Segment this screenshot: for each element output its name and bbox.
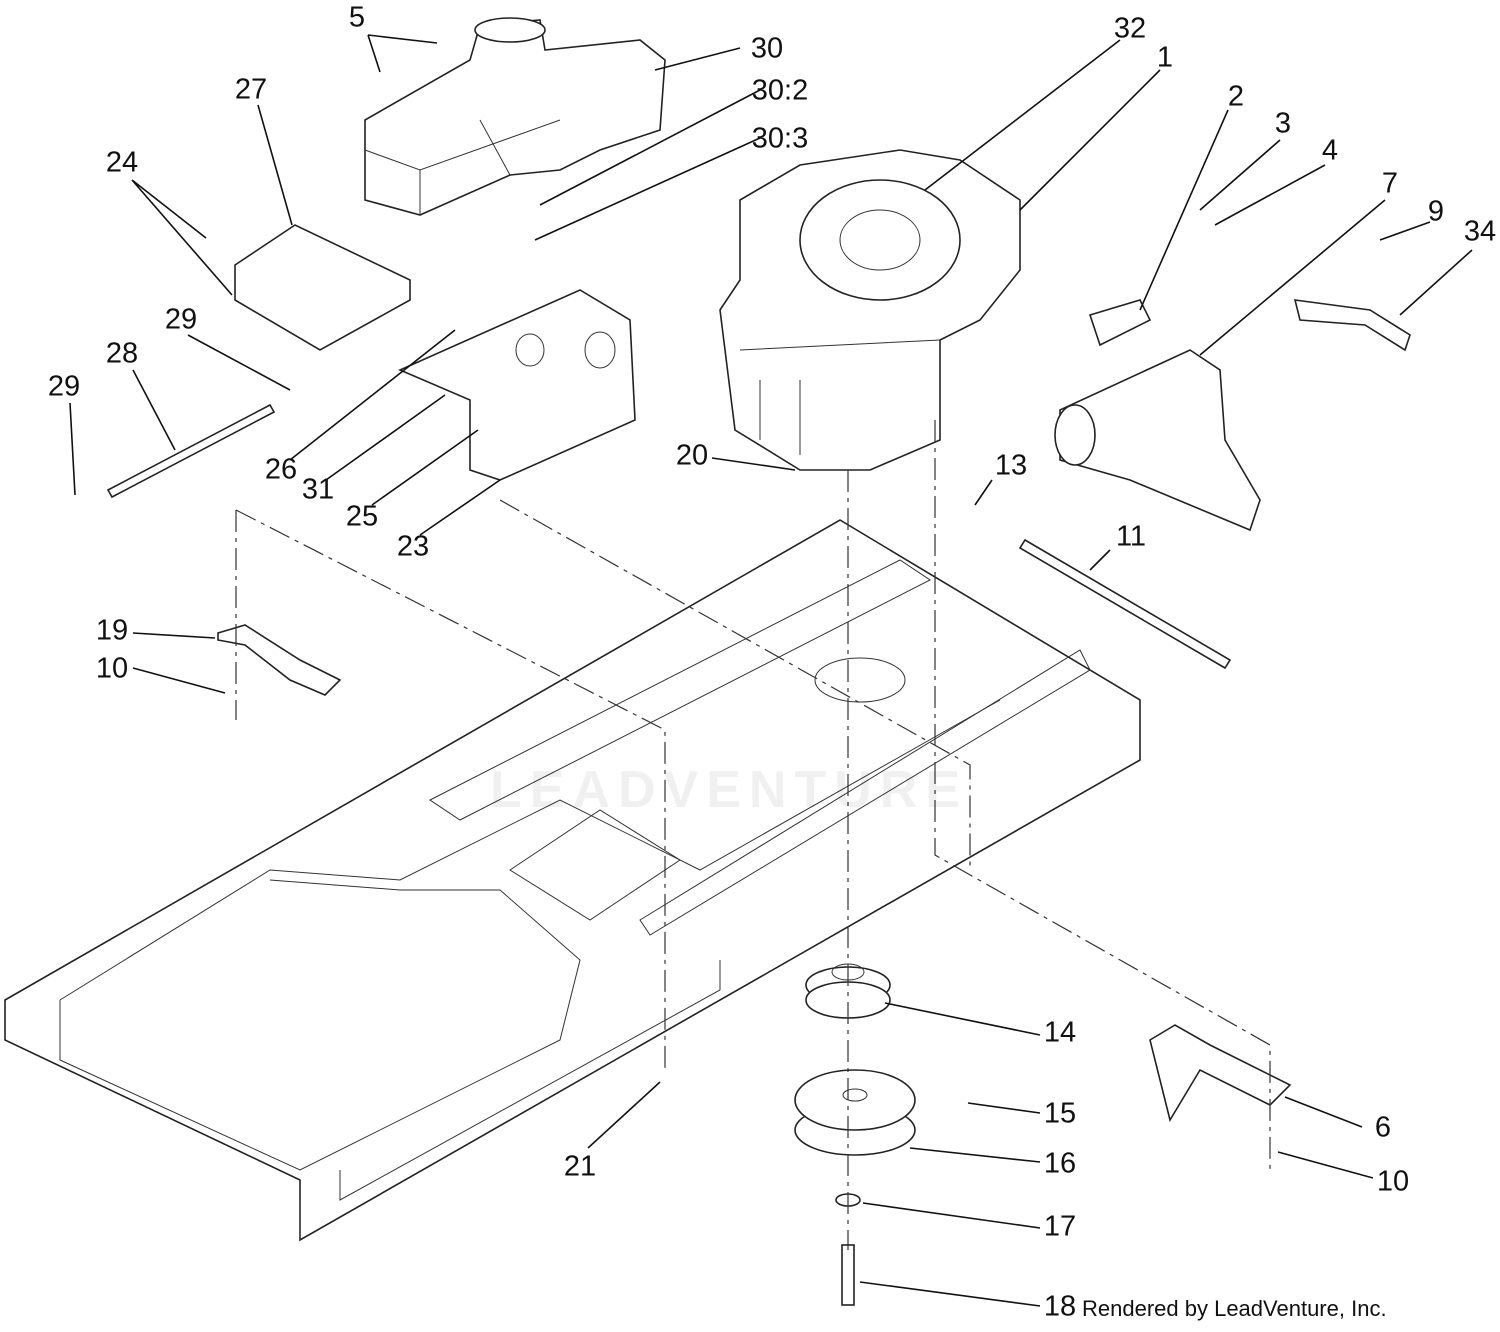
- callout-17: 17: [1043, 1210, 1077, 1243]
- callout-11: 11: [1115, 520, 1147, 553]
- callout-9: 9: [1427, 195, 1445, 228]
- clutch: [794, 1069, 916, 1306]
- engine-bracket: [398, 289, 636, 481]
- callout-19: 19: [95, 614, 129, 647]
- callout-26: 26: [264, 453, 298, 486]
- callout-31: 31: [301, 473, 335, 506]
- callout-30-2: 30:2: [751, 74, 809, 107]
- callout-4: 4: [1321, 134, 1339, 167]
- callout-23: 23: [396, 530, 430, 563]
- pulley: [805, 963, 891, 1019]
- callout-30: 30: [750, 32, 784, 65]
- callout-3: 3: [1274, 107, 1292, 140]
- callout-20: 20: [675, 439, 709, 472]
- callout-13: 13: [994, 449, 1028, 482]
- callout-15: 15: [1043, 1097, 1077, 1130]
- muffler: [1054, 299, 1261, 532]
- callout-10b: 10: [1376, 1165, 1410, 1198]
- callout-5: 5: [348, 1, 366, 34]
- callout-7: 7: [1381, 167, 1399, 200]
- tube-11: [1018, 538, 1232, 670]
- callout-32: 32: [1113, 12, 1147, 45]
- bracket-6: [1149, 1024, 1292, 1123]
- callout-28: 28: [105, 337, 139, 370]
- credit-text: Rendered by LeadVenture, Inc.: [1082, 1296, 1387, 1321]
- bracket-19: [217, 624, 342, 696]
- chassis-frame: [4, 519, 1141, 1242]
- callout-25: 25: [345, 500, 379, 533]
- watermark-logo: LEADVENTURE: [490, 761, 969, 819]
- callout-14: 14: [1043, 1016, 1077, 1049]
- callout-34: 34: [1463, 215, 1497, 248]
- callout-10: 10: [95, 652, 129, 685]
- callout-21: 21: [563, 1150, 597, 1183]
- callout-1: 1: [1156, 41, 1174, 74]
- callout-27: 27: [234, 73, 268, 106]
- fuel-tank: [364, 17, 666, 216]
- callout-29b: 29: [47, 370, 81, 403]
- leader-lines: [69, 34, 1473, 1307]
- engine: [719, 149, 1021, 471]
- callout-2: 2: [1227, 80, 1245, 113]
- callout-6: 6: [1374, 1111, 1392, 1144]
- rod-28: [106, 403, 276, 499]
- heat-shield: [1293, 299, 1411, 352]
- callout-16: 16: [1043, 1147, 1077, 1180]
- callout-24: 24: [105, 146, 139, 179]
- callout-30-3: 30:3: [751, 122, 809, 155]
- callout-18: 18: [1043, 1290, 1077, 1323]
- callout-29: 29: [164, 303, 198, 336]
- shield-plate: [234, 224, 411, 351]
